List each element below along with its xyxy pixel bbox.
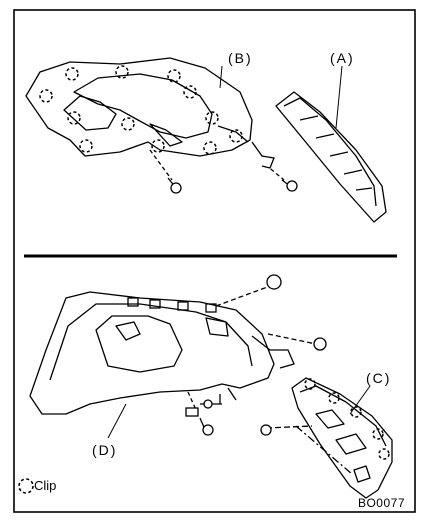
outer-frame bbox=[13, 9, 416, 513]
legend: Clip bbox=[34, 478, 56, 493]
clips-panel-d bbox=[127, 297, 217, 313]
trim-panel-c bbox=[291, 377, 393, 499]
leader-lines-bottom bbox=[107, 385, 371, 439]
leader-lines-top bbox=[219, 65, 343, 129]
label-d: (D) bbox=[92, 442, 118, 458]
trim-strip-a bbox=[275, 91, 387, 223]
screws-top bbox=[149, 141, 298, 194]
trim-panel-b bbox=[25, 57, 253, 157]
clips-panel-c bbox=[304, 378, 390, 460]
label-a: (A) bbox=[330, 50, 355, 66]
dashed-circle-icon bbox=[18, 478, 34, 494]
trim-panel-d bbox=[29, 291, 295, 415]
clips-panel-b bbox=[39, 65, 243, 155]
figure-code: BO0077 bbox=[357, 496, 405, 510]
label-c: (C) bbox=[366, 370, 392, 386]
legend-text: Clip bbox=[34, 478, 57, 493]
label-b: (B) bbox=[228, 50, 253, 66]
